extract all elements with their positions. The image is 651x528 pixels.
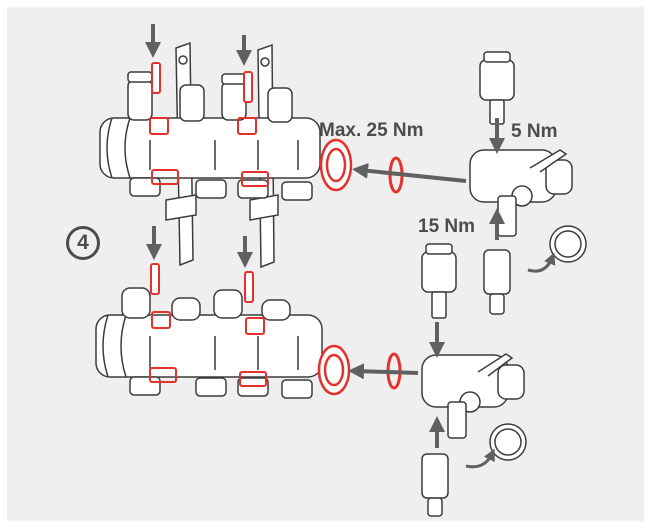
- diagram-panel: [7, 7, 644, 521]
- air-vent-torque-label: 5 Nm: [511, 121, 558, 142]
- lower-manifold: [95, 287, 323, 399]
- lower-end-fitting: [421, 243, 527, 517]
- step-number-badge: 4: [66, 226, 100, 260]
- lower-gauge-arrow: [465, 448, 495, 469]
- lower-red-screws: [150, 263, 254, 303]
- union-nuts: [317, 138, 353, 396]
- assembly-arrows: [348, 162, 467, 380]
- upper-end-fitting: [469, 51, 587, 315]
- upper-red-clips: [149, 117, 269, 187]
- seal-rings: [386, 156, 404, 390]
- upper-manifold: [99, 71, 321, 201]
- drain-valve-torque-label: 15 Nm: [418, 216, 476, 237]
- lower-screw-arrows: [146, 226, 253, 268]
- upper-red-screws: [151, 62, 253, 103]
- lower-red-clips: [149, 311, 267, 387]
- upper-screw-arrows: [145, 24, 252, 66]
- manifold-nut-torque-label: Max. 25 Nm: [319, 120, 424, 141]
- upper-gauge-arrow: [527, 252, 556, 273]
